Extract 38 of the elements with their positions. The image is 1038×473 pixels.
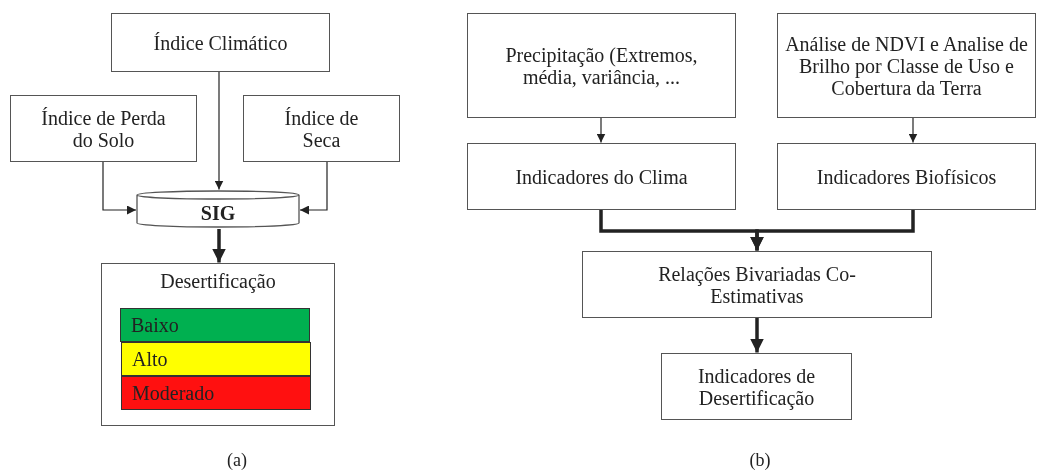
node-text: Baixo — [131, 314, 179, 336]
process-box — [10, 95, 197, 162]
process-box — [467, 143, 736, 210]
process-box — [582, 251, 932, 318]
process-box — [661, 353, 852, 420]
category-panel — [101, 263, 335, 426]
process-box — [777, 13, 1036, 118]
node-text: Índice de Seca — [284, 106, 359, 151]
subfigure-label: (a) — [226, 450, 248, 471]
database-cylinder — [136, 190, 300, 229]
node-text: Alto — [132, 348, 168, 370]
arrow — [596, 117, 606, 144]
arrow — [908, 117, 918, 144]
arrow — [750, 210, 915, 251]
node-text: Moderado — [132, 382, 215, 404]
process-box — [777, 143, 1036, 210]
category-bar — [121, 342, 311, 376]
node-text: Indicadores de Desertificação — [696, 364, 817, 409]
panel-heading: Desertificação — [160, 270, 276, 292]
category-bar — [120, 308, 310, 342]
node-text: Indicadores do Clima — [515, 165, 688, 188]
arrow — [750, 318, 764, 353]
node-text: SIG — [200, 201, 236, 224]
node-text: Índice de Perda do Solo — [40, 106, 167, 151]
subfigure-label: (b) — [748, 450, 772, 471]
process-box — [467, 13, 736, 118]
node-text: Relações Bivariadas Co-Estimativas — [657, 262, 857, 307]
arrow — [299, 161, 328, 215]
node-text: Análise de NDVI e Analise de Brilho por Classe de Uso e Cobertura da Terra — [784, 32, 1029, 99]
arrow — [212, 229, 226, 263]
node-text: Índice Climático — [153, 31, 288, 54]
arrow — [102, 161, 137, 215]
node-text: Indicadores Biofísicos — [816, 165, 997, 188]
process-box — [243, 95, 400, 162]
process-box — [111, 13, 330, 72]
node-text: Precipitação (Extremos, média, variância, ... — [504, 43, 699, 88]
arrow — [214, 71, 224, 191]
category-bar — [121, 376, 311, 410]
